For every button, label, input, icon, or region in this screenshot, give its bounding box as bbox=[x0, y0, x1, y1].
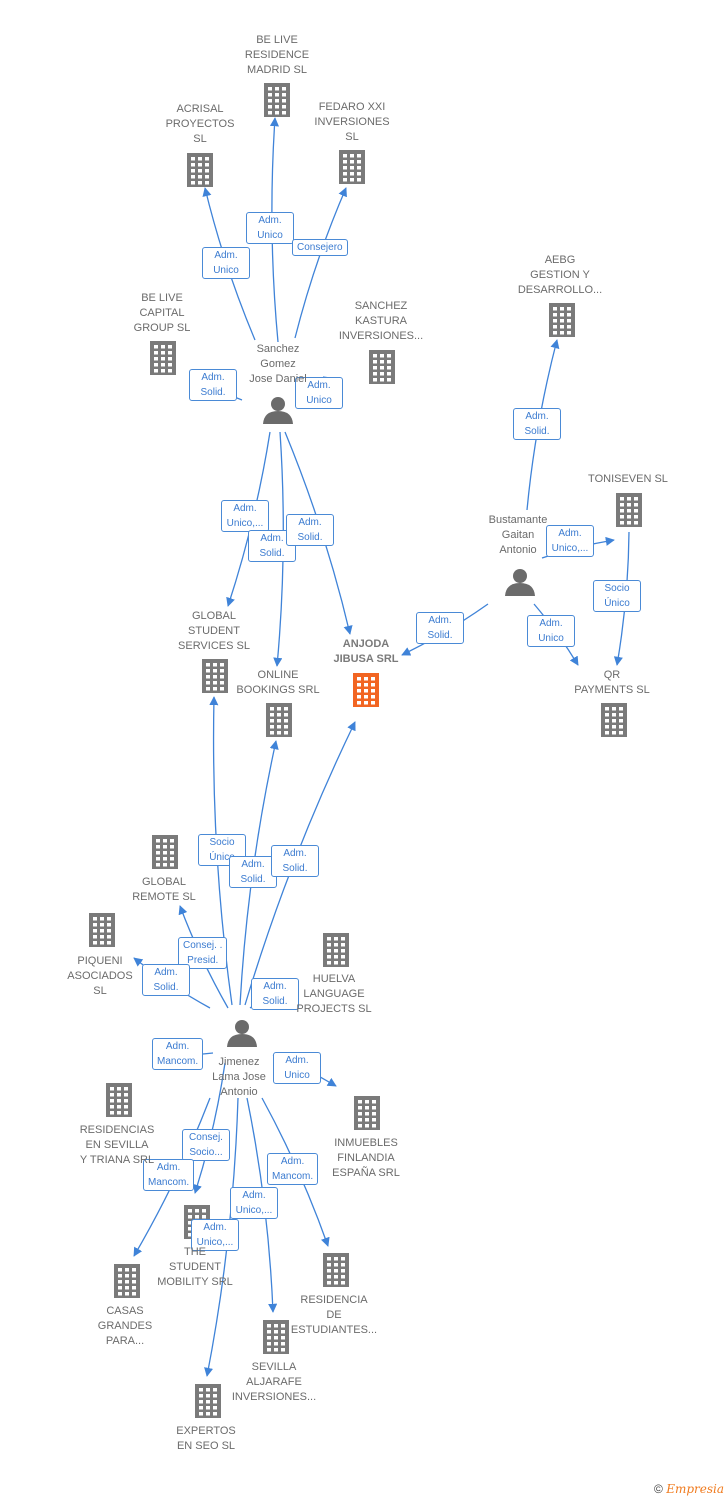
building-icon-expertos[interactable] bbox=[195, 1384, 221, 1418]
edge-label-bustamante-to-aebg[interactable]: Adm. Solid. bbox=[513, 408, 561, 440]
node-label-casas[interactable]: CASAS GRANDES PARA... bbox=[97, 1305, 153, 1347]
node-label-online-bookings[interactable]: ONLINE BOOKINGS SRL bbox=[236, 669, 320, 696]
node-label-piqueni[interactable]: PIQUENI ASOCIADOS SL bbox=[67, 955, 133, 997]
node-label-acrisal[interactable]: ACRISAL PROYECTOS SL bbox=[165, 103, 235, 145]
building-icon-global-remote[interactable] bbox=[152, 835, 178, 869]
node-label-sevilla-aljarafe[interactable]: SEVILLA ALJARAFE INVERSIONES... bbox=[231, 1361, 317, 1403]
edge-label-bustamante-to-toniseven[interactable]: Adm. Unico,... bbox=[546, 525, 594, 557]
node-label-global-student[interactable]: GLOBAL STUDENT SERVICES SL bbox=[178, 610, 250, 652]
node-label-residencia-est[interactable]: RESIDENCIA DE ESTUDIANTES... bbox=[290, 1294, 378, 1336]
building-icon-fedaro[interactable] bbox=[339, 150, 365, 184]
building-icon-sanchez-kastura[interactable] bbox=[369, 350, 395, 384]
edge-label-sanchez-person-to-online-bookings[interactable]: Adm. Solid. bbox=[248, 530, 296, 562]
edge-jimenez-to-student-mobility bbox=[193, 1062, 226, 1194]
edge-label-jimenez-to-residencia-est[interactable]: Adm. Mancom. bbox=[267, 1153, 319, 1185]
edge-label-jimenez-to-huelva[interactable]: Adm. Solid. bbox=[251, 978, 299, 1010]
edge-label-jimenez-to-expertos[interactable]: Adm. Unico,... bbox=[191, 1219, 239, 1251]
node-label-huelva[interactable]: HUELVA LANGUAGE PROJECTS SL bbox=[296, 973, 372, 1015]
edge-sanchez-person-to-fedaro bbox=[294, 187, 347, 339]
edge-label-bustamante-to-qr[interactable]: Adm. Unico bbox=[527, 615, 575, 647]
edge-label-bustamante-to-anjoda[interactable]: Adm. Solid. bbox=[416, 612, 464, 644]
building-icon-online-bookings[interactable] bbox=[266, 703, 292, 737]
edge-label-sanchez-person-to-belive-capital[interactable]: Adm. Solid. bbox=[189, 369, 237, 401]
node-label-residencias-sevilla[interactable]: RESIDENCIAS EN SEVILLA Y TRIANA SRL bbox=[79, 1124, 155, 1166]
edge-label-jimenez-to-student-mobility[interactable]: Consej. Socio... bbox=[182, 1129, 230, 1161]
building-icon-residencias-sevilla[interactable] bbox=[106, 1083, 132, 1117]
node-label-anjoda[interactable]: ANJODA JIBUSA SRL bbox=[333, 638, 399, 665]
building-icon-residencia-est[interactable] bbox=[323, 1253, 349, 1287]
edge-label-jimenez-to-casas[interactable]: Adm. Mancom. bbox=[143, 1159, 195, 1191]
edge-label-jimenez-to-inmuebles[interactable]: Adm. Unico bbox=[273, 1052, 321, 1084]
building-icon-aebg[interactable] bbox=[549, 303, 575, 337]
edge-label-jimenez-to-anjoda[interactable]: Adm. Solid. bbox=[271, 845, 319, 877]
building-icon-qr[interactable] bbox=[601, 703, 627, 737]
edge-label-sanchez-person-to-global-student[interactable]: Adm. Unico,... bbox=[221, 500, 269, 532]
edge-label-toniseven-to-qr[interactable]: Socio Único bbox=[593, 580, 641, 612]
building-icon-piqueni[interactable] bbox=[89, 913, 115, 947]
node-label-sanchez-person[interactable]: Sanchez Gomez Jose Daniel bbox=[249, 343, 307, 385]
building-icon-sevilla-aljarafe[interactable] bbox=[263, 1320, 289, 1354]
node-label-inmuebles[interactable]: INMUEBLES FINLANDIA ESPAÑA SRL bbox=[332, 1137, 400, 1179]
person-icon-bustamante[interactable] bbox=[505, 569, 535, 596]
building-icon-acrisal[interactable] bbox=[187, 153, 213, 187]
node-label-qr[interactable]: QR PAYMENTS SL bbox=[574, 669, 650, 696]
edge-label-jimenez-to-piqueni[interactable]: Adm. Solid. bbox=[142, 964, 190, 996]
node-label-expertos[interactable]: EXPERTOS EN SEO SL bbox=[176, 1425, 236, 1452]
person-icon-sanchez-person[interactable] bbox=[263, 397, 293, 424]
brand-name: Empresia bbox=[666, 1482, 724, 1496]
edge-label-sanchez-person-to-sanchez-kastura[interactable]: Adm. Unico bbox=[295, 377, 343, 409]
node-label-belive-madrid[interactable]: BE LIVE RESIDENCE MADRID SL bbox=[244, 34, 310, 76]
edge-label-jimenez-to-online-bookings[interactable]: Adm. Solid. bbox=[229, 856, 277, 888]
building-icon-global-student[interactable] bbox=[202, 659, 228, 693]
node-label-student-mobility[interactable]: THE STUDENT MOBILITY SRL bbox=[157, 1246, 233, 1288]
building-icon-toniseven[interactable] bbox=[616, 493, 642, 527]
node-label-fedaro[interactable]: FEDARO XXI INVERSIONES SL bbox=[314, 101, 390, 143]
building-icon-casas[interactable] bbox=[114, 1264, 140, 1298]
edge-label-jimenez-to-global-remote[interactable]: Consej. . Presid. bbox=[178, 937, 228, 969]
edge-label-sanchez-person-to-fedaro[interactable]: Consejero bbox=[292, 239, 348, 256]
building-icon-huelva[interactable] bbox=[323, 933, 349, 967]
edge-label-jimenez-to-residencias-sevilla[interactable]: Adm. Mancom. bbox=[152, 1038, 204, 1070]
node-label-jimenez[interactable]: Jimenez Lama Jose Antonio bbox=[212, 1056, 266, 1098]
node-label-sanchez-kastura[interactable]: SANCHEZ KASTURA INVERSIONES... bbox=[338, 300, 424, 342]
building-icon-inmuebles[interactable] bbox=[354, 1096, 380, 1130]
node-label-global-remote[interactable]: GLOBAL REMOTE SL bbox=[132, 876, 196, 903]
building-icon-anjoda[interactable] bbox=[353, 673, 379, 707]
edge-label-sanchez-person-to-belive-madrid[interactable]: Adm. Unico bbox=[246, 212, 294, 244]
node-label-belive-capital[interactable]: BE LIVE CAPITAL GROUP SL bbox=[133, 292, 191, 334]
building-icon-belive-capital[interactable] bbox=[150, 341, 176, 375]
person-icon-jimenez[interactable] bbox=[227, 1020, 257, 1047]
node-label-aebg[interactable]: AEBG GESTION Y DESARROLLO... bbox=[517, 254, 603, 296]
node-label-toniseven[interactable]: TONISEVEN SL bbox=[588, 473, 668, 485]
node-label-bustamante[interactable]: Bustamante Gaitan Antonio bbox=[488, 514, 548, 556]
copyright-mark: © bbox=[654, 1482, 663, 1496]
edge-label-sanchez-person-to-acrisal[interactable]: Adm. Unico bbox=[202, 247, 250, 279]
building-icon-belive-madrid[interactable] bbox=[264, 83, 290, 117]
footer-brand: © Empresia bbox=[654, 1482, 724, 1496]
edge-label-sanchez-person-to-anjoda[interactable]: Adm. Solid. bbox=[286, 514, 334, 546]
edge-label-jimenez-to-sevilla-aljarafe[interactable]: Adm. Unico,... bbox=[230, 1187, 278, 1219]
